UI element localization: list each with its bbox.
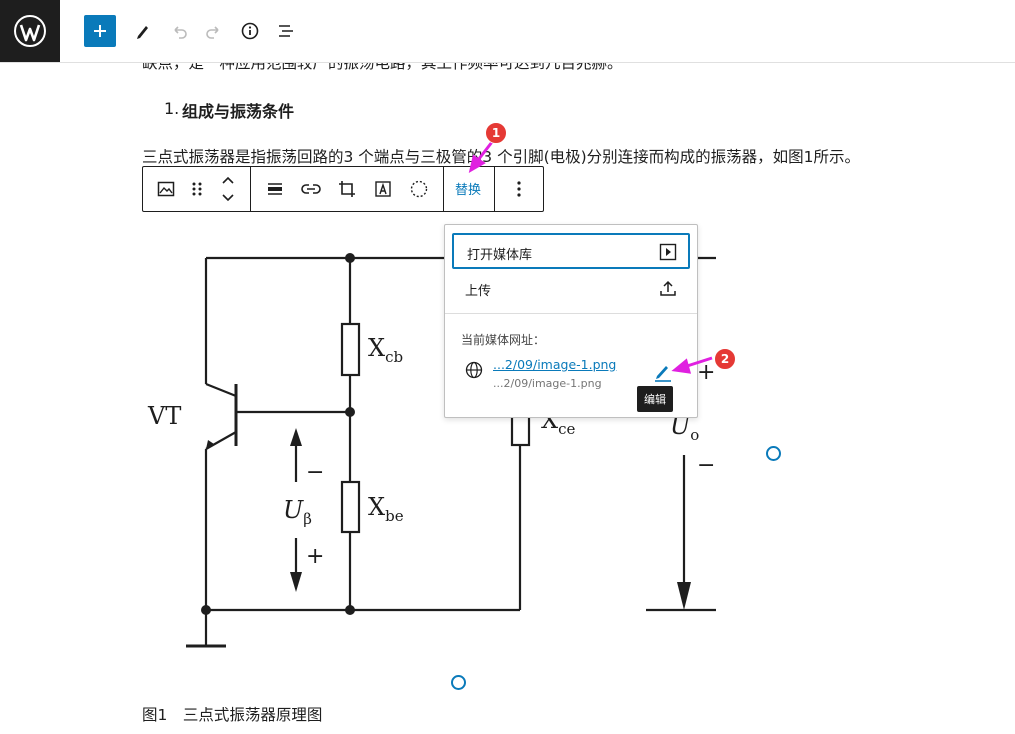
tools-button[interactable] [127,15,159,47]
upload-icon [660,280,676,296]
undo-icon [174,26,187,39]
popover-divider [445,313,697,314]
more-options-button[interactable] [507,177,531,201]
pencil-icon [655,366,671,382]
xbe-letter: X [368,493,386,521]
text-overlay-icon [375,181,391,197]
crop-button[interactable] [335,177,359,201]
resize-handle-bottom[interactable] [451,675,466,690]
annotation-badge-2: 2 [714,348,736,370]
edit-tooltip: 编辑 [637,386,673,412]
editor-header [0,0,1015,63]
pencil-icon [137,26,148,39]
image-caption[interactable]: 图1 三点式振荡器原理图 [142,706,323,724]
move-up-down-icon [222,176,234,202]
replace-media-popover: 打开媒体库 上传 当前媒体网址： ...2/09/image-1.png ...… [444,224,698,418]
link-button[interactable] [299,177,323,201]
label-ub-plus: + [306,544,325,569]
replace-button[interactable]: 替换 [455,183,482,198]
list-view-button[interactable] [270,15,302,47]
paragraph-main[interactable]: 三点式振荡器是指振荡回路的3 个端点与三极管的3 个引脚(电极)分别连接而构成的… [142,148,861,166]
info-icon [241,22,259,40]
uo-letter: U [670,412,691,440]
media-url-subtext: ...2/09/image-1.png [493,377,602,390]
label-ub: Uβ [283,496,312,528]
open-media-library-item[interactable]: 打开媒体库 [452,233,690,269]
drag-handle[interactable] [185,177,209,201]
xbe-subscript: be [385,506,404,525]
drag-handle-icon [192,182,202,196]
xcb-letter: X [368,334,386,362]
upload-label: 上传 [465,284,492,299]
align-icon [268,183,282,195]
block-type-button[interactable] [154,177,178,201]
image-block-toolbar [142,166,544,212]
media-play-icon [659,243,677,261]
xcb-subscript: cb [385,347,404,366]
ub-letter: U [283,496,304,524]
image-icon [157,181,175,197]
label-vt: VT [148,402,182,430]
more-options-icon [517,181,521,197]
heading-text: 组成与振荡条件 [182,102,295,121]
edit-url-button[interactable] [651,359,675,383]
label-xcb: Xcb [368,334,403,366]
undo-button[interactable] [163,15,195,47]
link-icon [301,184,321,194]
plus-icon [94,25,106,37]
label-ub-minus: − [306,460,325,485]
redo-button[interactable] [198,15,230,47]
duotone-button[interactable] [407,177,431,201]
globe-icon [465,361,483,379]
list-number: 1. [164,99,180,118]
duotone-icon [410,180,428,198]
details-button[interactable] [234,15,266,47]
current-media-url-label: 当前媒体网址： [461,333,546,347]
redo-icon [206,26,219,39]
label-uo-minus: − [697,453,716,478]
align-button[interactable] [263,177,287,201]
upload-item[interactable]: 上传 [452,271,690,307]
xce-subscript: ce [558,419,576,438]
label-uo: Uo [670,412,699,444]
uo-subscript: o [690,425,700,444]
label-uo-plus: + [697,360,716,385]
list-view-icon [279,25,293,37]
label-xbe: Xbe [368,493,404,525]
ub-subscript: β [303,509,312,528]
annotation-badge-1: 1 [485,122,507,144]
add-block-button[interactable] [84,15,116,47]
text-overlay-button[interactable] [371,177,395,201]
open-media-library-label: 打开媒体库 [467,248,533,263]
crop-icon [339,181,355,197]
resize-handle-right[interactable] [766,446,781,461]
media-url-link[interactable]: ...2/09/image-1.png [493,357,617,372]
move-buttons[interactable] [216,173,240,205]
wordpress-logo[interactable] [0,0,60,62]
